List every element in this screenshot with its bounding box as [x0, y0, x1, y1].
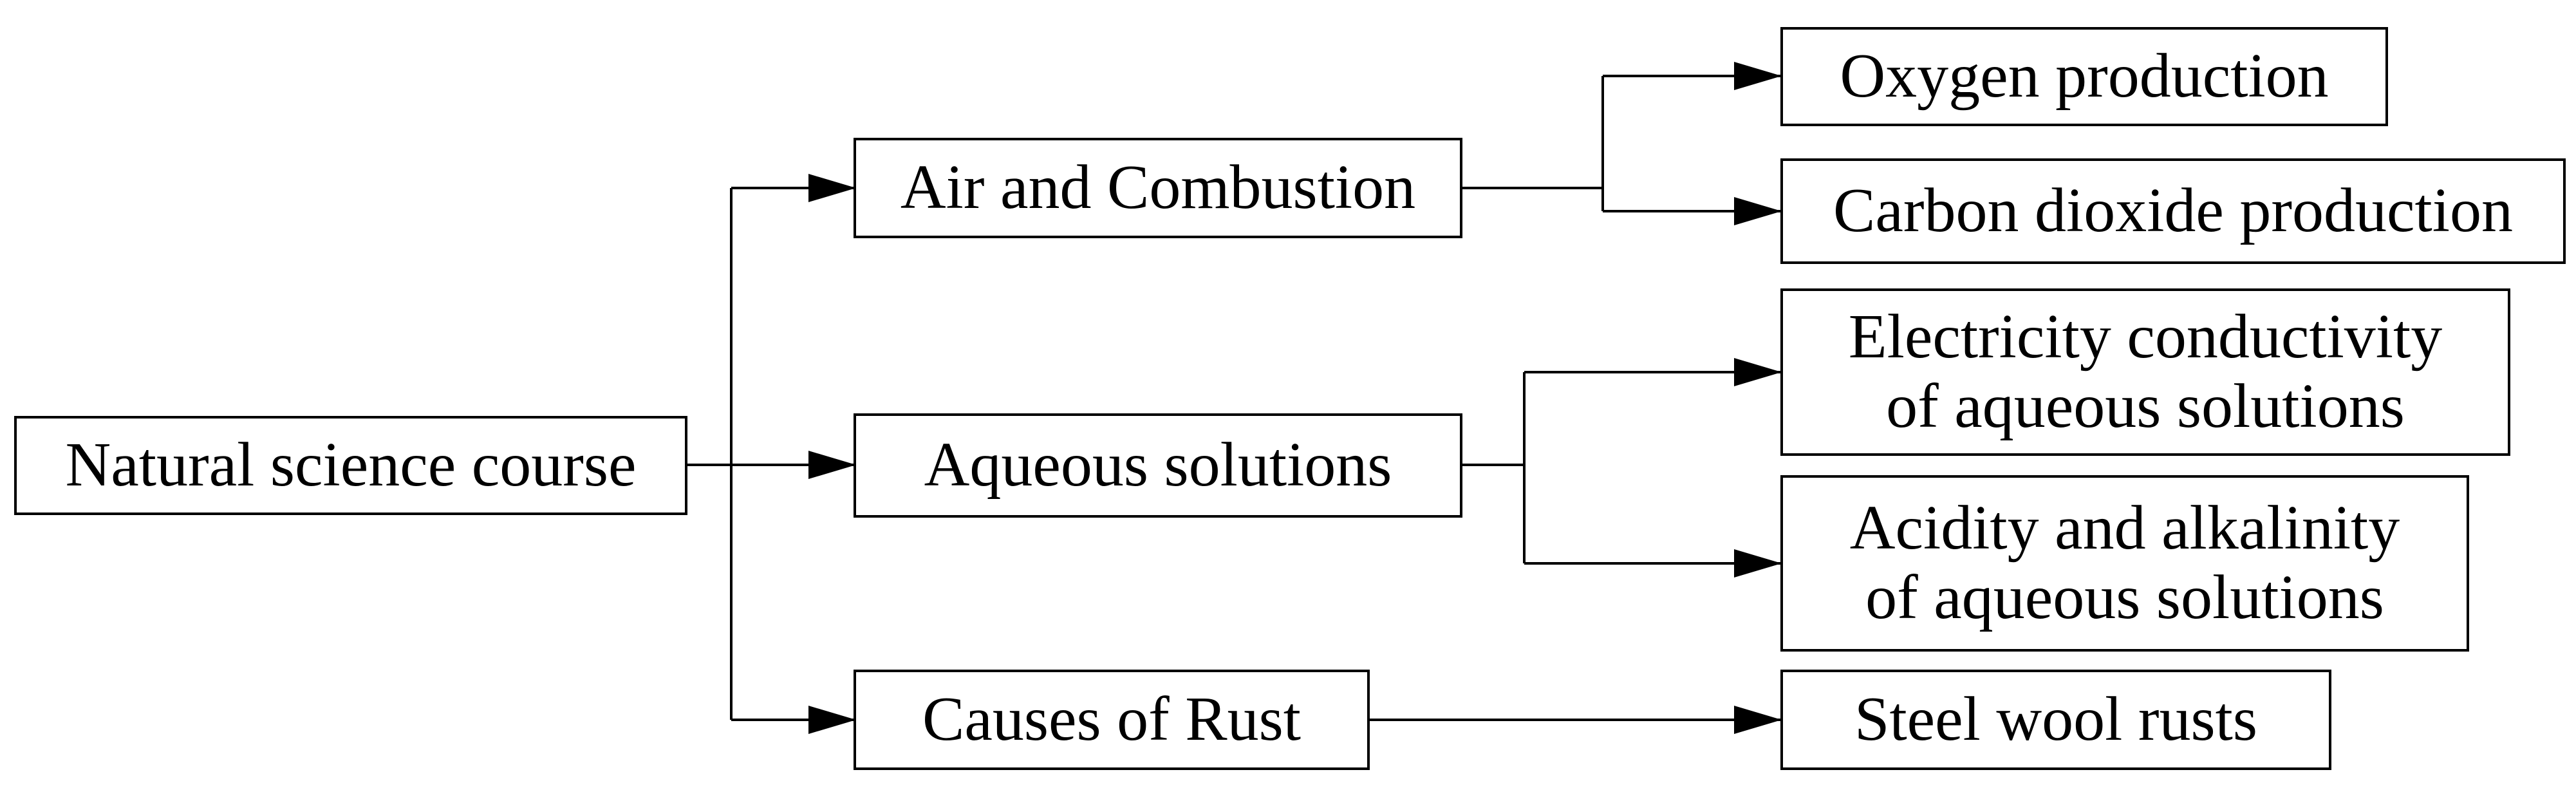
node-label: Oxygen production: [1840, 41, 2329, 111]
node-aqueous-solutions: Aqueous solutions: [854, 413, 1462, 518]
node-label: Aqueous solutions: [924, 430, 1392, 500]
arrowhead: [1734, 62, 1782, 90]
arrowhead: [1734, 358, 1782, 386]
node-label: Electricity conductivity of aqueous solu…: [1848, 302, 2443, 442]
node-causes-of-rust: Causes of Rust: [854, 670, 1370, 770]
node-label-line-1: Electricity conductivity: [1848, 302, 2443, 372]
arrowhead: [808, 174, 856, 202]
node-steel-wool-rusts: Steel wool rusts: [1780, 670, 2331, 770]
node-label: Acidity and alkalinity of aqueous soluti…: [1849, 493, 2400, 633]
node-label-line-2: of aqueous solutions: [1886, 371, 2405, 441]
arrowhead: [1734, 197, 1782, 225]
node-label: Air and Combustion: [900, 153, 1416, 223]
node-electricity-conductivity: Electricity conductivity of aqueous solu…: [1780, 288, 2510, 456]
arrowhead: [808, 706, 856, 734]
node-natural-science-course: Natural science course: [14, 416, 687, 515]
node-acidity-alkalinity: Acidity and alkalinity of aqueous soluti…: [1780, 475, 2469, 652]
node-oxygen-production: Oxygen production: [1780, 27, 2388, 126]
arrowhead: [1734, 549, 1782, 578]
node-air-and-combustion: Air and Combustion: [854, 138, 1462, 238]
node-label: Natural science course: [65, 430, 637, 500]
node-carbon-dioxide-production: Carbon dioxide production: [1780, 158, 2566, 264]
node-label: Carbon dioxide production: [1833, 176, 2514, 246]
node-label-line-2: of aqueous solutions: [1865, 563, 2384, 632]
node-label-line-1: Acidity and alkalinity: [1849, 493, 2400, 563]
arrowhead: [808, 451, 856, 479]
node-label: Steel wool rusts: [1854, 684, 2258, 755]
arrowhead: [1734, 706, 1782, 734]
node-label: Causes of Rust: [922, 684, 1301, 755]
